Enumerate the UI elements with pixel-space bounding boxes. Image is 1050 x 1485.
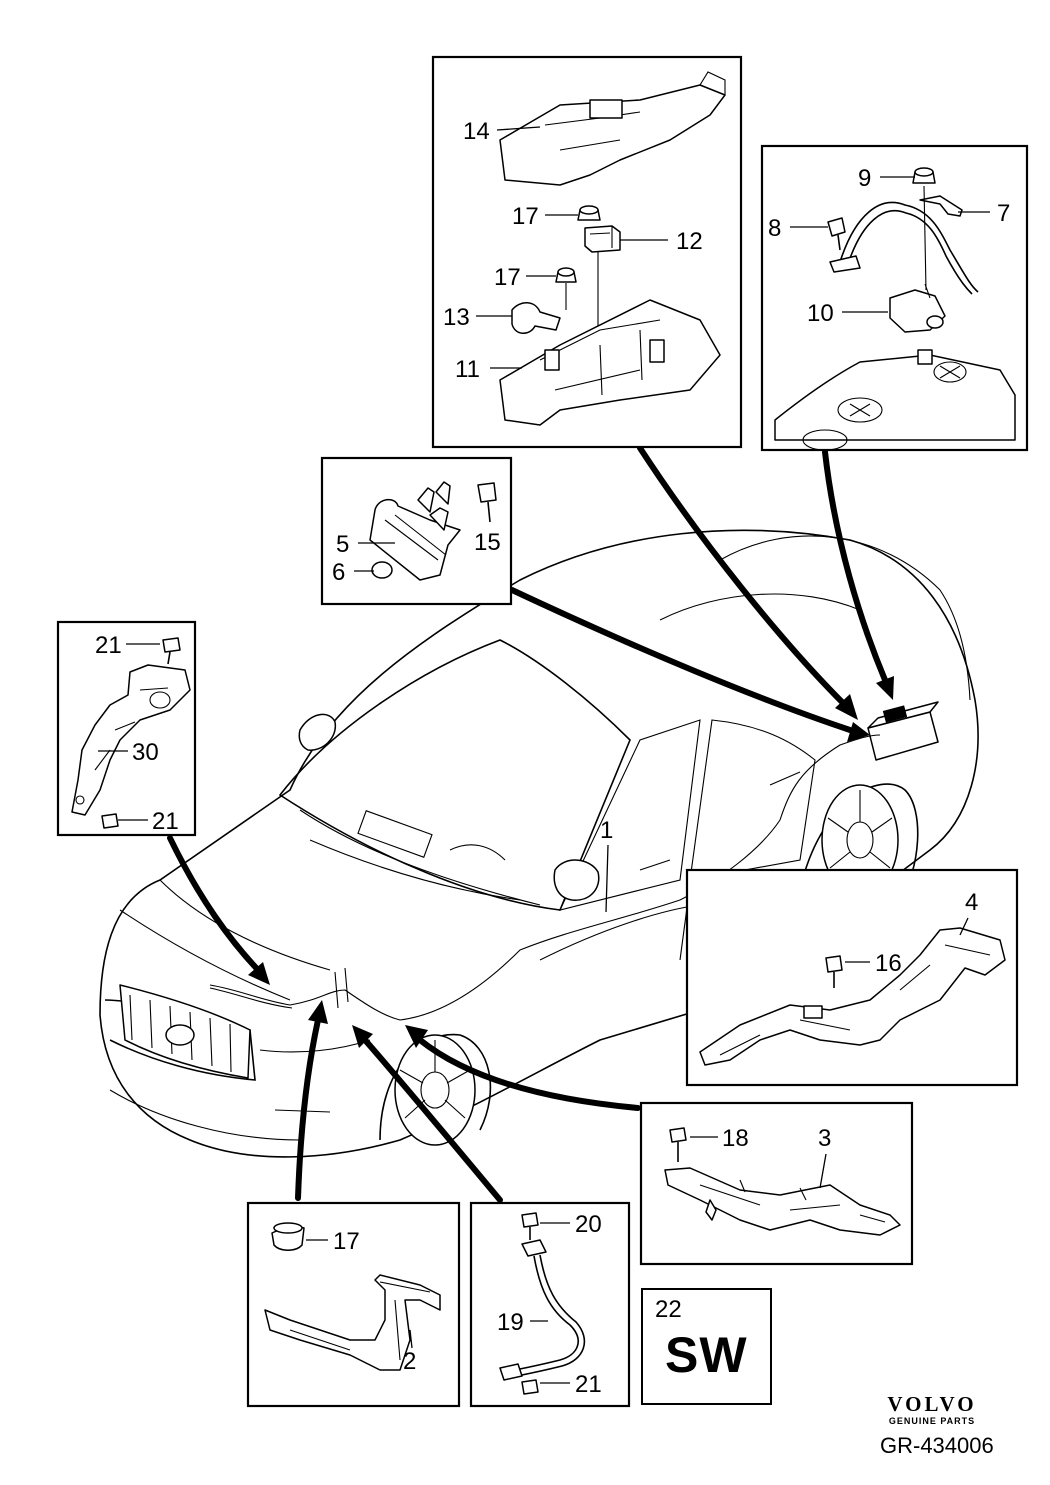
callout-12: 12	[676, 228, 703, 255]
callout-30: 30	[132, 739, 159, 766]
callout-13: 13	[443, 304, 470, 331]
volvo-logo: VOLVO GENUINE PARTS	[868, 1393, 996, 1427]
detail-box-battery-cable: 9 7 8 10	[760, 144, 1029, 452]
callout-arrows	[167, 445, 894, 1203]
callout-20: 20	[575, 1211, 602, 1238]
callout-3: 3	[818, 1125, 831, 1152]
callout-21b: 21	[152, 808, 179, 835]
callout-17a: 17	[512, 203, 539, 230]
callout-17c: 17	[333, 1228, 360, 1255]
battery-in-car	[867, 701, 939, 761]
callout-21c: 21	[575, 1371, 602, 1398]
callout-10: 10	[807, 300, 834, 327]
detail-box-fuse-relay: 14 17 12 17 13 11	[431, 55, 743, 449]
detail-box-cable-channel-rear: 4 16	[685, 868, 1019, 1087]
callout-2: 2	[403, 1348, 416, 1375]
drawing-reference: GR-434006	[880, 1433, 994, 1458]
detail-box-connector-bracket: 5 6 15	[320, 456, 513, 606]
detail-box-harness-bracket: 21 30 21	[56, 620, 197, 837]
callout-1: 1	[600, 817, 613, 844]
logo-tagline: GENUINE PARTS	[888, 1416, 976, 1426]
callout-16: 16	[875, 950, 902, 977]
detail-box-cable-channel-middle: 18 3	[639, 1101, 914, 1266]
callout-9: 9	[858, 165, 871, 192]
callout-8: 8	[768, 215, 781, 242]
callout-17b: 17	[494, 264, 521, 291]
detail-box-ground-cable: 20 19 21	[469, 1201, 631, 1408]
callout-18: 18	[722, 1125, 749, 1152]
battery-part	[774, 349, 1016, 451]
logo-brand: VOLVO	[887, 1392, 977, 1416]
callout-14: 14	[463, 118, 490, 145]
fuse-box-base-part	[499, 299, 721, 426]
callout-21a: 21	[95, 632, 122, 659]
car-illustration	[99, 529, 979, 1158]
callout-15: 15	[474, 529, 501, 556]
callout-5: 5	[336, 531, 349, 558]
callout-19: 19	[497, 1309, 524, 1336]
callout-7: 7	[997, 200, 1010, 227]
software-part-box: 22 SW	[641, 1288, 772, 1405]
software-code: SW	[665, 1327, 748, 1383]
callout-4: 4	[965, 889, 978, 916]
relay-cover-part	[499, 71, 726, 186]
relay-part	[584, 225, 621, 350]
callout-6: 6	[332, 559, 345, 586]
battery-sensor-part	[889, 283, 946, 333]
detail-box-cable-channel-front: 17 2	[246, 1201, 461, 1408]
terminal-part	[511, 302, 561, 334]
callout-11: 11	[455, 356, 480, 383]
callout-22: 22	[655, 1296, 682, 1323]
